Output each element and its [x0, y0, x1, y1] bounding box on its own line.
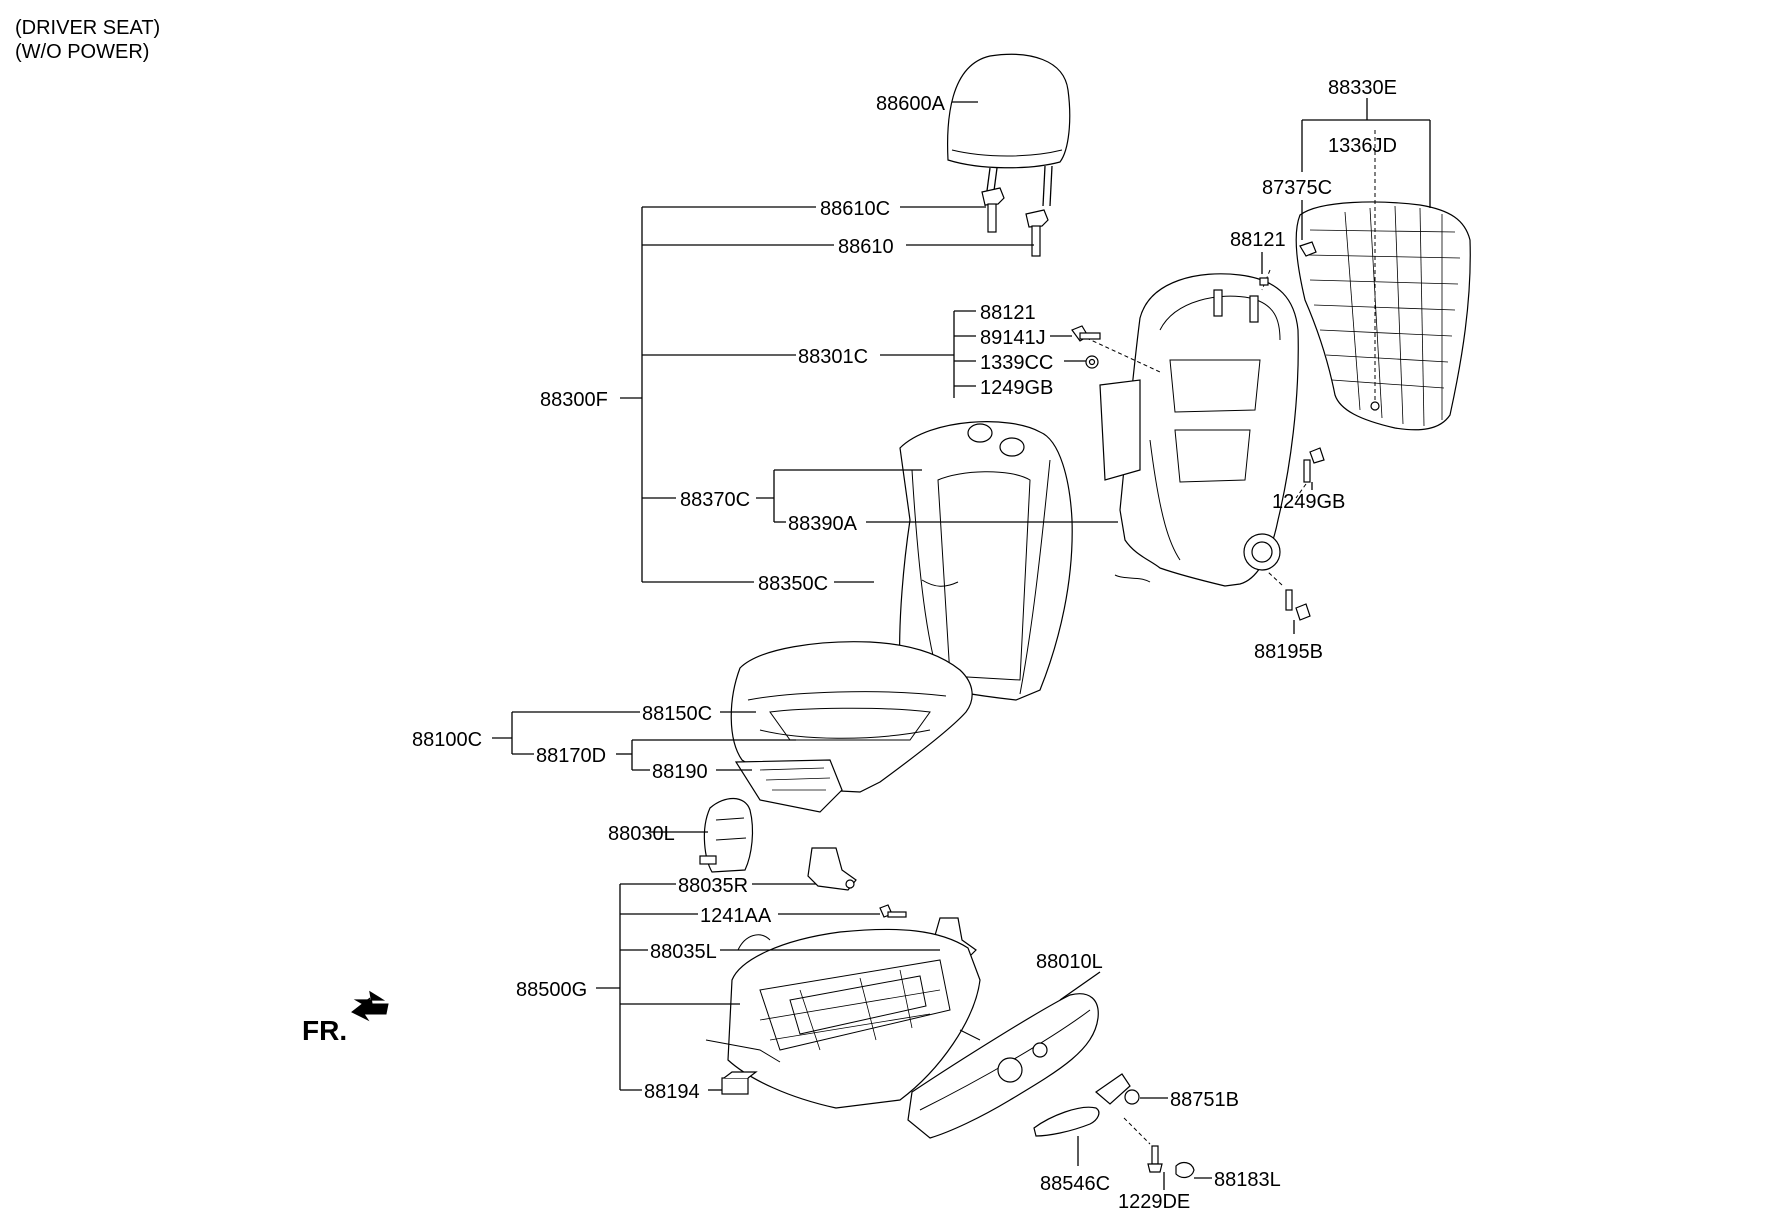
- front-marker: FR.: [302, 1015, 347, 1046]
- label-screw: 1229DE: [1118, 1191, 1190, 1211]
- part-labels: 88600A 88610C 88610 88300F 88301C 88121 …: [412, 77, 1397, 1211]
- label-track-assy: 88500G: [516, 979, 587, 1001]
- guide-drawing: [1025, 209, 1049, 257]
- label-back-frame-c: 1339CC: [980, 352, 1053, 374]
- track-switch-drawing: [721, 1071, 758, 1095]
- screw-drawing: [1123, 1117, 1163, 1173]
- label-guide: 88610: [838, 236, 894, 258]
- label-back-cover-pad: 88370C: [680, 489, 750, 511]
- label-guide-lock: 88610C: [820, 198, 890, 220]
- label-back-cover: 88390A: [788, 513, 858, 535]
- seatback-cover-drawing: [899, 421, 1073, 701]
- label-side-bolt: 1249GB: [1272, 491, 1345, 513]
- guide-lock-drawing: [981, 187, 1005, 233]
- shield-inner-drawing: [699, 797, 754, 873]
- front-arrow-icon: [351, 990, 389, 1022]
- cushion-panel-drawing: [734, 759, 843, 813]
- lever-drawing: [1033, 1106, 1100, 1137]
- label-cushion-assy: 88100C: [412, 729, 482, 751]
- cap-drawing: [1175, 1161, 1195, 1179]
- leader-lines: [492, 98, 1431, 1190]
- label-back-pad: 88350C: [758, 573, 828, 595]
- label-back-frame: 88301C: [798, 346, 868, 368]
- label-back-board-b: 87375C: [1262, 177, 1332, 199]
- shield-outer-drawing: [907, 993, 1099, 1139]
- recliner-bolt-drawing: [1267, 571, 1311, 621]
- label-track-bolt: 1241AA: [700, 905, 772, 927]
- shield-cover-drawing: [1095, 1073, 1140, 1105]
- label-back-frame-a: 88121: [980, 302, 1036, 324]
- label-lever: 88546C: [1040, 1173, 1110, 1195]
- label-back-frame-d: 1249GB: [980, 377, 1053, 399]
- seat-track-drawing: [705, 928, 981, 1109]
- headrest-drawing: [947, 53, 1071, 207]
- back-frame-drawing: [1079, 269, 1299, 587]
- label-recliner-bolt: 88195B: [1254, 641, 1323, 663]
- label-back-board: 88330E: [1328, 77, 1397, 99]
- header-line-1: (DRIVER SEAT): [15, 17, 160, 39]
- back-board-drawing: [1295, 130, 1471, 431]
- label-cushion-panel: 88190: [652, 761, 708, 783]
- back-frame-fasteners-drawing: [1071, 277, 1325, 499]
- track-bolt-drawing: [879, 904, 907, 918]
- label-cushion-pad: 88170D: [536, 745, 606, 767]
- label-shield-outer: 88010L: [1036, 951, 1103, 973]
- label-track-bracket-l: 88035L: [650, 941, 717, 963]
- label-back-frame-b: 89141J: [980, 327, 1046, 349]
- label-back-clip: 88121: [1230, 229, 1286, 251]
- label-cushion-cover: 88150C: [642, 703, 712, 725]
- label-headrest: 88600A: [876, 93, 946, 115]
- label-track-bracket-r: 88035R: [678, 875, 748, 897]
- track-bracket-r-drawing: [807, 847, 857, 891]
- label-track-switch: 88194: [644, 1081, 700, 1103]
- header-line-2: (W/O POWER): [15, 41, 149, 63]
- label-shield-cover: 88751B: [1170, 1089, 1239, 1111]
- cushion-drawing: [730, 641, 973, 793]
- label-back-board-a: 1336JD: [1328, 135, 1397, 157]
- label-cap: 88183L: [1214, 1169, 1281, 1191]
- label-seatback-assy: 88300F: [540, 389, 608, 411]
- label-shield-inner: 88030L: [608, 823, 675, 845]
